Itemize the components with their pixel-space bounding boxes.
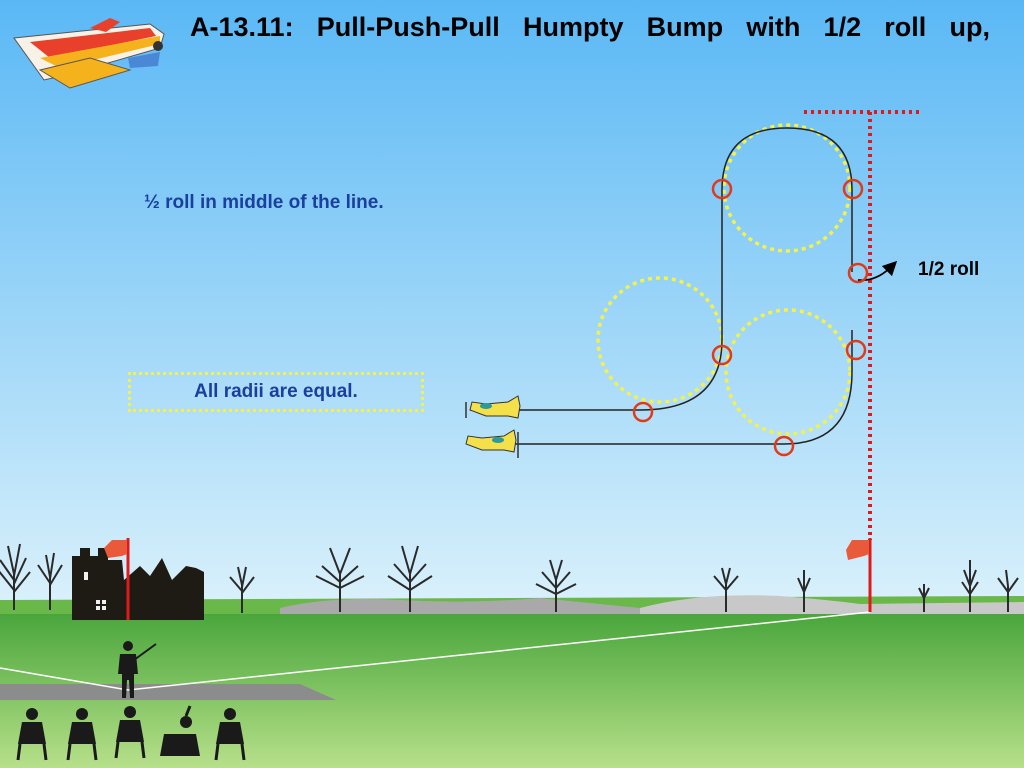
aerobatic-plane-icon bbox=[13, 18, 165, 89]
rock-band bbox=[280, 598, 640, 616]
page-title: A-13.11: Pull-Push-Pull Humpty Bump with… bbox=[190, 12, 990, 42]
roll-label: 1/2 roll bbox=[918, 259, 980, 280]
sky bbox=[0, 0, 1024, 600]
radii-note-text: All radii are equal. bbox=[194, 381, 358, 402]
radius-circle-right bbox=[724, 308, 852, 436]
roll-markers bbox=[632, 178, 869, 457]
judges-silhouette-icon bbox=[16, 705, 246, 761]
roll-note: ½ roll in middle of the line. bbox=[144, 192, 384, 213]
tree-icon bbox=[0, 543, 1019, 613]
plane-entry-lower-icon bbox=[465, 429, 519, 458]
axis-flag-icon bbox=[846, 538, 872, 612]
roll-marker bbox=[632, 401, 654, 423]
roll-marker bbox=[711, 344, 733, 366]
roll-marker bbox=[711, 178, 733, 200]
roll-marker bbox=[847, 262, 869, 284]
roll-marker bbox=[845, 339, 867, 361]
flight-path-lower bbox=[470, 330, 853, 445]
pilot-silhouette-icon bbox=[118, 641, 157, 698]
judge-flag-icon bbox=[104, 538, 130, 620]
runway bbox=[0, 684, 336, 700]
sight-line-left bbox=[0, 667, 129, 691]
flight-path-upper bbox=[470, 127, 853, 411]
radius-circle-top bbox=[722, 123, 852, 253]
roll-arrow bbox=[857, 260, 898, 282]
sight-line-right bbox=[127, 611, 871, 691]
castle-ruin-icon bbox=[72, 548, 204, 620]
rock-band-right bbox=[640, 595, 1024, 616]
plane-entry-upper-icon bbox=[465, 395, 521, 419]
roll-marker bbox=[842, 178, 864, 200]
radii-note-box: All radii are equal. bbox=[128, 372, 424, 412]
roll-marker bbox=[773, 435, 795, 457]
